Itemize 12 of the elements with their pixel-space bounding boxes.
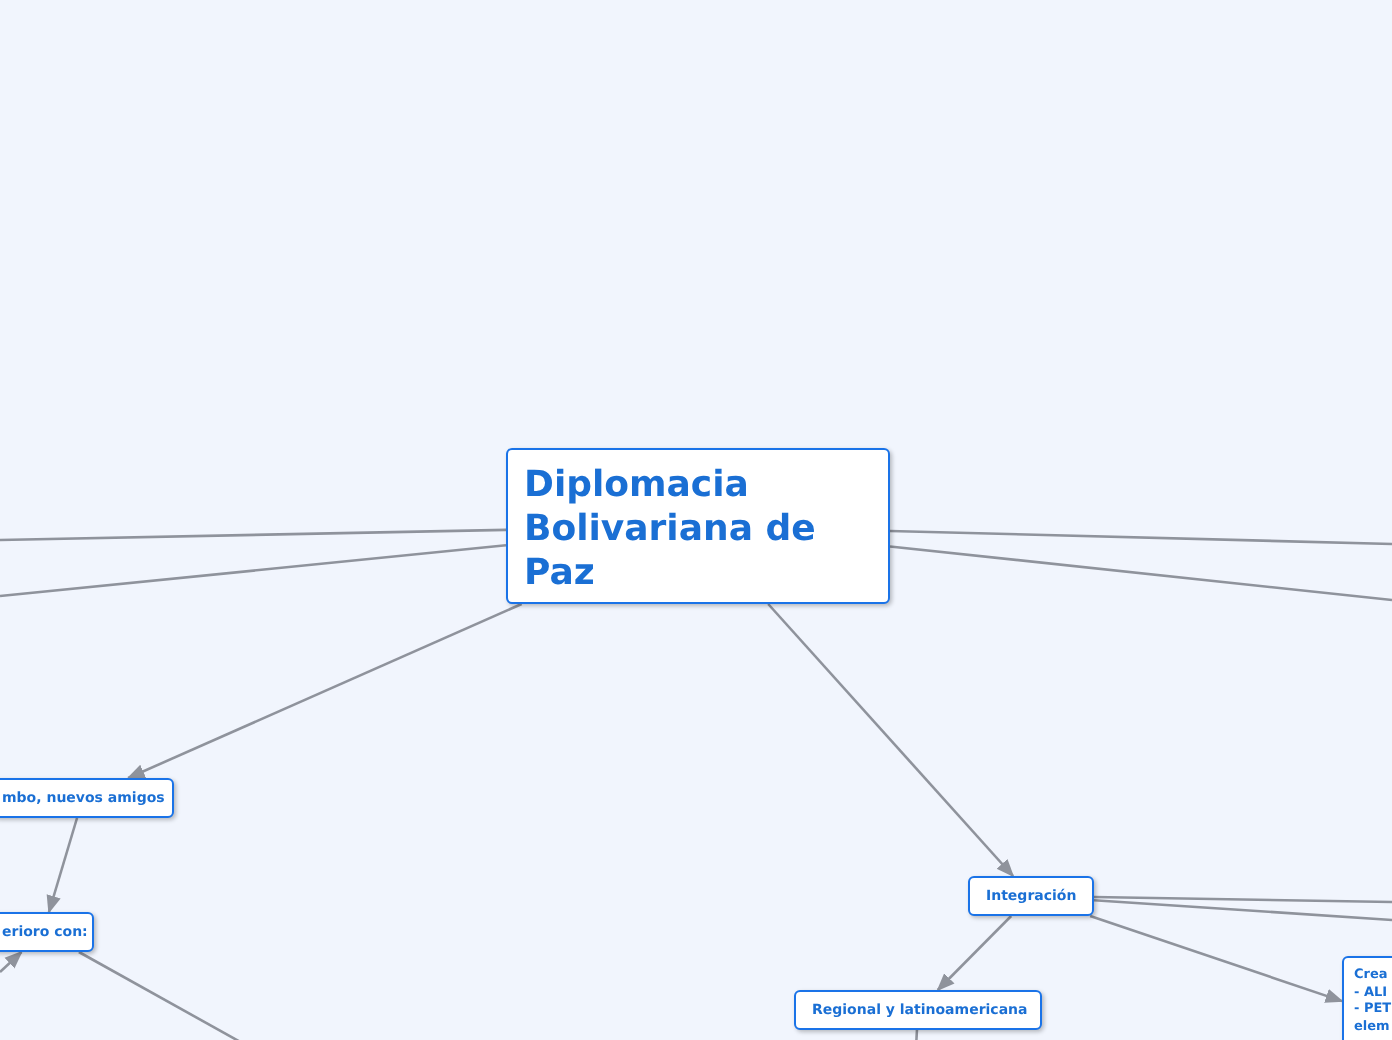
topic-text: Diplomacia Bolivariana de Paz (524, 464, 818, 596)
topic-box (0, 912, 94, 952)
topic-box (968, 876, 1094, 916)
topic-box (0, 778, 174, 818)
connector-arrow (0, 950, 23, 973)
topic-box (794, 990, 1042, 1030)
connector-arrow (767, 603, 1015, 878)
connector-arrow (46, 817, 79, 914)
connector-arrow (936, 915, 1013, 992)
connector-arrow (126, 602, 523, 780)
topic-box (506, 448, 890, 604)
connector-arrow (1089, 914, 1344, 1003)
